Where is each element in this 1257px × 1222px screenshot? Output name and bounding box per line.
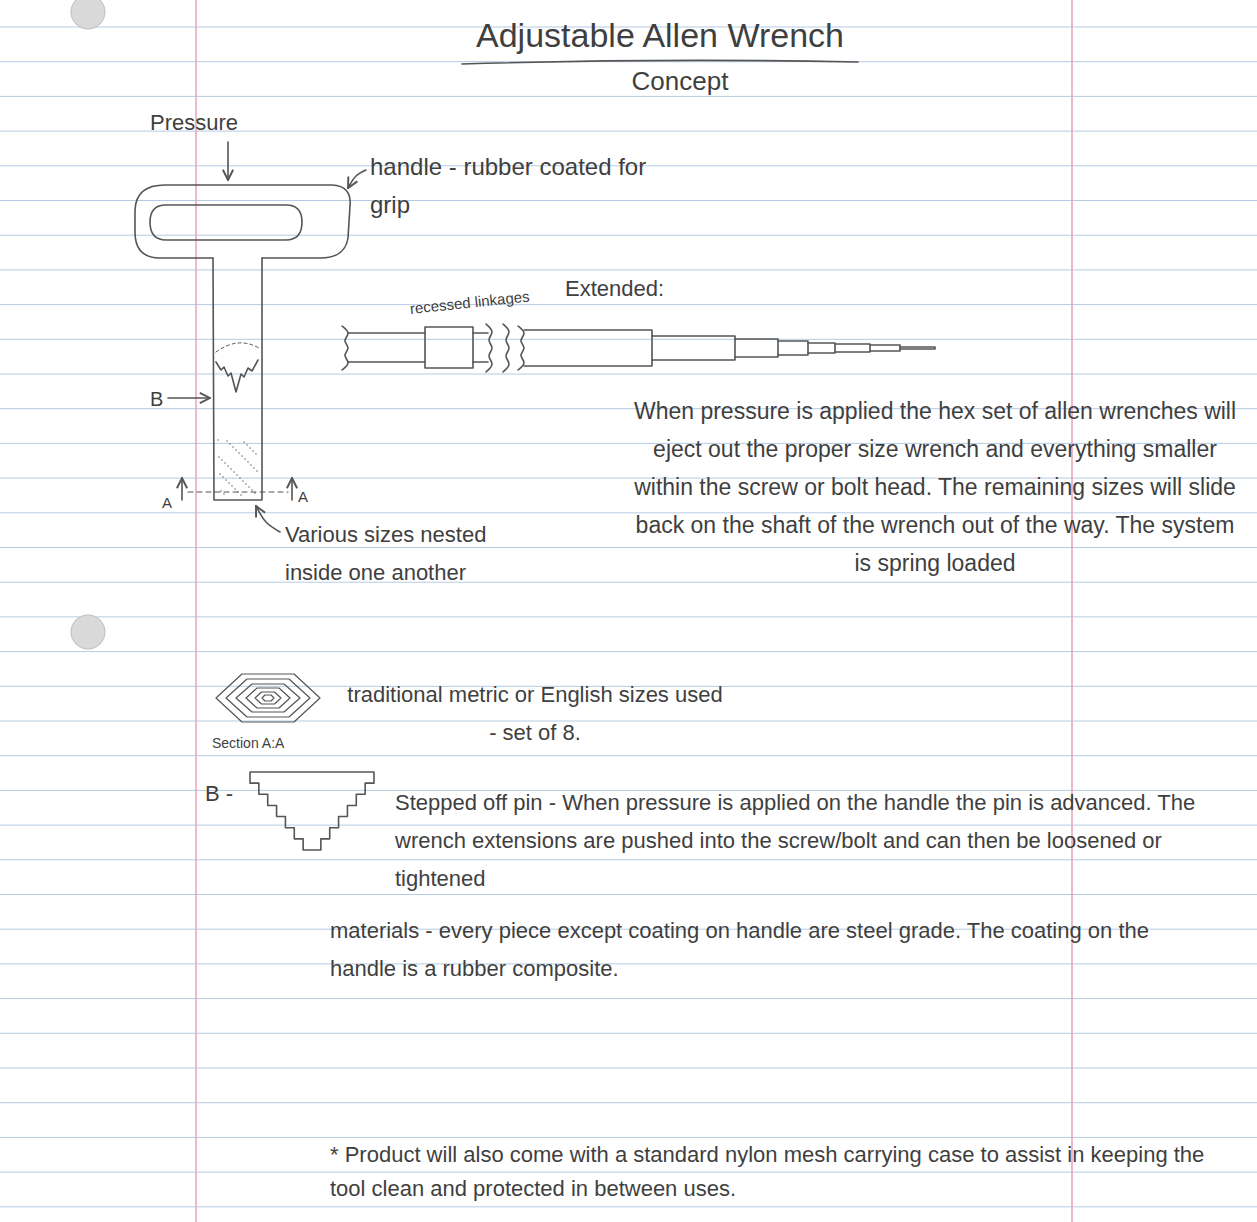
detail-letter: B [150,380,163,418]
materials-note: materials - every piece except coating o… [330,912,1220,988]
size-note: traditional metric or English sizes used… [345,676,725,752]
wrench-segment [778,341,808,355]
handle-outline [135,185,350,258]
wrench-segment [735,339,778,357]
detail-note: Stepped off pin - When pressure is appli… [395,784,1245,898]
subtitle: Concept [600,62,760,100]
hex-section [246,688,290,708]
section-line [188,491,288,492]
leader-line [168,397,210,399]
hex-section [255,692,281,704]
shaft-outline [213,258,262,500]
section-arrow [181,478,183,500]
stepped-pin-hidden [216,360,258,392]
description-note: When pressure is applied the hex set of … [625,392,1245,582]
callout-label: recessed linkages [408,278,531,328]
ruled-lines [0,27,1257,1207]
detail-letter: B - [205,775,233,813]
view-label: Extended: [565,270,664,308]
linkage-rod [473,333,488,362]
recessed-linkage [425,327,473,368]
break-line [503,324,509,372]
hex-section [236,684,300,712]
wrench-segment [524,330,652,366]
section-arrow [291,478,293,500]
break-line [486,324,492,372]
callout-label: handle - rubber coated for grip [370,148,660,224]
pressure-label: Pressure [150,104,238,142]
margin-line [1071,0,1073,1222]
hex-section [226,679,310,717]
page-title: Adjustable Allen Wrench [430,16,890,54]
title-underline [462,60,858,64]
wrench-segment [808,343,835,353]
footnote: * Product will also come with a standard… [330,1138,1230,1206]
section-letter: A [298,478,308,516]
hex-section [216,674,320,722]
punch-hole [71,0,105,29]
hex-section [262,695,274,701]
stipple [217,439,257,495]
handle-slot [150,205,302,240]
dashed-hidden-line [216,343,259,352]
leader-line [348,170,366,188]
wrench-segment [870,345,900,351]
stepped-pin [250,772,374,850]
punch-hole [71,615,105,649]
wrench-segment [835,344,870,352]
wrench-segment [652,336,735,360]
section-letter: A [162,484,172,522]
margin-line [195,0,197,1222]
callout-label: Various sizes nested inside one another [285,516,535,592]
break-line [342,326,348,370]
leader-line [256,506,280,532]
linkage-rod [348,333,425,362]
wrench-segment [900,347,935,349]
break-line [518,326,524,370]
section-label: Section A:A [212,733,284,753]
pressure-arrow [227,142,229,180]
